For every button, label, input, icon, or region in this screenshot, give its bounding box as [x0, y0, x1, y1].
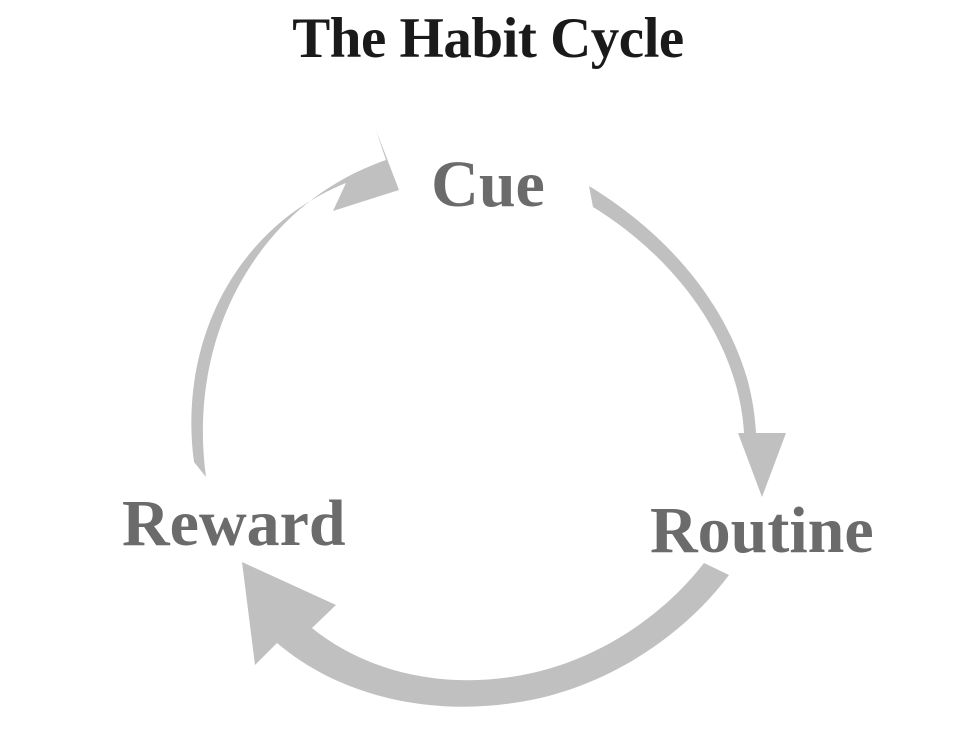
arrow-routine-to-reward — [242, 562, 729, 707]
arrow-reward-to-cue — [191, 130, 399, 477]
node-label-routine: Routine — [650, 494, 874, 567]
page-title: The Habit Cycle — [292, 7, 684, 70]
curved-arrow-icon — [589, 186, 786, 497]
curved-arrow-icon — [191, 130, 399, 477]
arrow-cue-to-routine — [589, 186, 786, 497]
node-label-reward: Reward — [122, 487, 346, 560]
curved-arrow-icon — [242, 562, 729, 707]
node-label-cue: Cue — [431, 148, 545, 221]
